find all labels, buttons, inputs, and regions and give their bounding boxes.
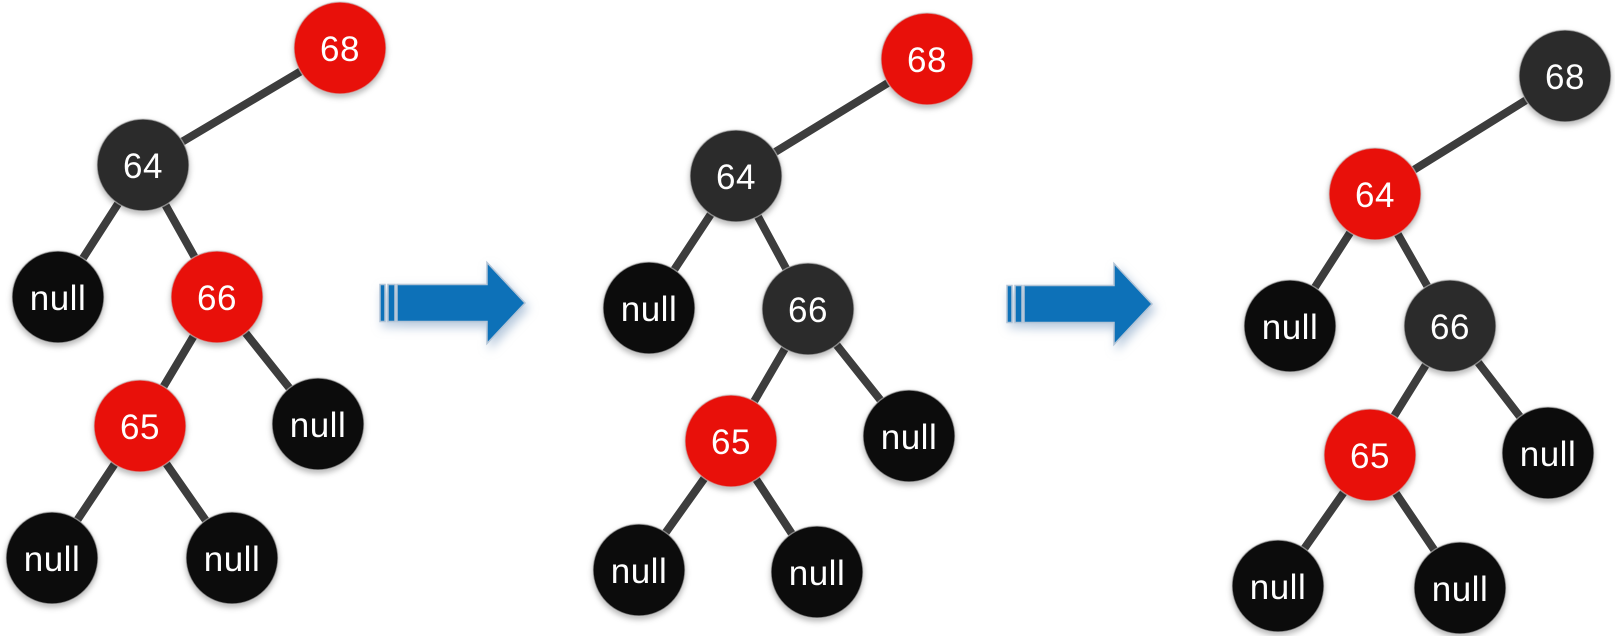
node-circle-dark: [761, 262, 855, 356]
tree-node-64: 64: [1328, 147, 1422, 241]
tree-node-null: null: [1231, 539, 1325, 633]
tree-node-null: null: [11, 250, 105, 344]
tree-node-null: null: [1413, 541, 1507, 635]
tree-2: 68 64 null 66 65 null null null: [592, 12, 974, 619]
node-circle-black: [862, 389, 956, 483]
node-label: 66: [197, 279, 237, 318]
node-label: null: [24, 540, 80, 579]
node-circle-dark: [1518, 29, 1612, 123]
tree-node-null: null: [185, 511, 279, 605]
node-label: 65: [1350, 437, 1390, 476]
node-label: null: [621, 290, 677, 329]
node-circle-red: [1328, 147, 1422, 241]
tree-node-66: 66: [170, 250, 264, 344]
tree-node-null: null: [5, 511, 99, 605]
tree-node-68: 68: [1518, 29, 1612, 123]
node-circle-red: [170, 250, 264, 344]
node-label: 68: [320, 30, 360, 69]
node-label: 68: [1545, 58, 1585, 97]
tree-node-65: 65: [1323, 408, 1417, 502]
node-label: null: [204, 540, 260, 579]
node-label: 64: [1355, 176, 1395, 215]
node-circle-dark: [96, 118, 190, 212]
tree-1: 68 64 null 66 65 null null null: [5, 1, 387, 605]
tree-node-65: 65: [93, 379, 187, 473]
node-circle-red: [293, 1, 387, 95]
node-label: null: [1432, 570, 1488, 609]
node-circle-black: [185, 511, 279, 605]
arrow-body: [396, 260, 527, 346]
node-circle-black: [602, 261, 696, 355]
tree-node-null: null: [1243, 279, 1337, 373]
node-circle-black: [1501, 406, 1595, 500]
tree-node-68: 68: [293, 1, 387, 95]
node-label: null: [789, 554, 845, 593]
node-label: 64: [123, 147, 163, 186]
node-label: null: [1520, 435, 1576, 474]
node-label: null: [30, 279, 86, 318]
tree-node-null: null: [770, 525, 864, 619]
tree-node-64: 64: [96, 118, 190, 212]
node-label: null: [611, 552, 667, 591]
node-circle-red: [684, 394, 778, 488]
node-circle-black: [271, 377, 365, 471]
arrow-stripe: [387, 283, 396, 323]
tree-node-64: 64: [689, 129, 783, 223]
node-label: null: [1262, 308, 1318, 347]
node-circle-black: [5, 511, 99, 605]
arrow-stripe: [1014, 284, 1023, 324]
node-circle-black: [1243, 279, 1337, 373]
striped-right-arrow-icon: [1006, 261, 1154, 347]
tree-node-66: 66: [1403, 279, 1497, 373]
node-circle-black: [1231, 539, 1325, 633]
node-circle-black: [592, 523, 686, 617]
node-label: 64: [716, 158, 756, 197]
striped-right-arrow-icon: [379, 260, 527, 346]
tree-node-null: null: [1501, 406, 1595, 500]
tree-node-null: null: [602, 261, 696, 355]
node-label: null: [1250, 568, 1306, 607]
arrow-body: [1023, 261, 1154, 347]
node-circle-red: [93, 379, 187, 473]
tree-node-null: null: [592, 523, 686, 617]
node-circle-black: [11, 250, 105, 344]
node-label: 68: [907, 41, 947, 80]
tree-node-null: null: [862, 389, 956, 483]
node-circle-red: [880, 12, 974, 106]
node-label: null: [290, 406, 346, 445]
node-circle-dark: [689, 129, 783, 223]
node-circle-black: [1413, 541, 1507, 635]
tree-node-68: 68: [880, 12, 974, 106]
node-label: 66: [1430, 308, 1470, 347]
tree-node-null: null: [271, 377, 365, 471]
tree-node-66: 66: [761, 262, 855, 356]
node-circle-red: [1323, 408, 1417, 502]
arrow-stripe: [1006, 284, 1013, 324]
tree-3: 68 64 null 66 65 null null null: [1231, 29, 1612, 635]
arrow-stripe: [379, 283, 386, 323]
node-label: 65: [120, 408, 160, 447]
node-circle-black: [770, 525, 864, 619]
node-label: 66: [788, 291, 828, 330]
node-circle-dark: [1403, 279, 1497, 373]
tree-node-65: 65: [684, 394, 778, 488]
node-label: null: [881, 418, 937, 457]
node-label: 65: [711, 423, 751, 462]
